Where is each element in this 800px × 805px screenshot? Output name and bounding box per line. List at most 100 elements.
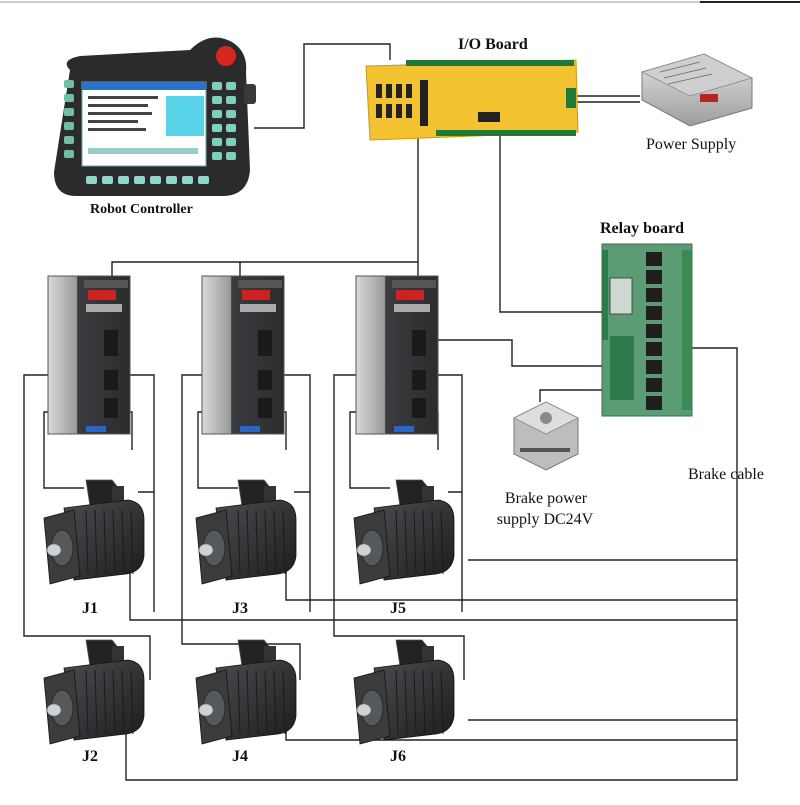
wires [23, 43, 738, 781]
motor-shaft-icon [198, 543, 214, 557]
drive-port-icon [258, 398, 272, 418]
wire-brake-psu-relay [539, 389, 602, 402]
io-board-side-terminal [566, 88, 576, 108]
controller-key-icon [212, 96, 222, 104]
motor-fin-line [237, 509, 241, 575]
motor-fin-line [112, 509, 116, 575]
io-chip-icon [376, 104, 382, 118]
joint-label-j4: J4 [232, 748, 248, 765]
controller-key-icon [64, 122, 74, 130]
brake-power-label-line1: Brake power [504, 490, 588, 507]
controller-screen-line [88, 96, 158, 99]
controller-keys-bottom [86, 176, 209, 184]
io-chip-icon [396, 84, 402, 98]
psu-label-icon [700, 94, 718, 102]
motor-fin-line [264, 509, 268, 575]
io-board-pcb [365, 59, 579, 141]
brake-cable-label: Brake cable [688, 466, 764, 483]
motor-fin-line [246, 509, 250, 575]
motor-fin-line [431, 669, 435, 735]
servo-drive-1 [47, 275, 131, 435]
relay-right-terminal [682, 250, 692, 410]
robot-controller-label: Robot Controller [90, 202, 193, 217]
controller-key-icon [212, 82, 222, 90]
controller-key-icon [64, 94, 74, 102]
io-board [365, 59, 579, 141]
controller-screen-line [88, 128, 146, 131]
io-board-bottom-terminals [436, 130, 576, 136]
controller-key-icon [226, 152, 236, 160]
motor-fin-line [94, 509, 98, 575]
controller-key-icon [226, 138, 236, 146]
drive-port-icon [258, 370, 272, 390]
motor-fin-line [282, 669, 286, 735]
motor-fin-line [440, 669, 444, 735]
relay-icon [646, 360, 662, 374]
motor-fin-line [282, 509, 286, 575]
controller-key-icon [150, 176, 161, 184]
joint-label-j6: J6 [390, 748, 406, 765]
io-chip-icon [396, 104, 402, 118]
controller-key-icon [64, 150, 74, 158]
controller-key-icon [198, 176, 209, 184]
drive-display-icon [88, 290, 116, 300]
controller-screen-titlebar [82, 82, 206, 90]
controller-keys-right [212, 82, 236, 160]
drive-port-icon [104, 330, 118, 356]
motor-fin-line [431, 509, 435, 575]
drive-keys-icon [86, 304, 122, 312]
wire-controller-io [254, 43, 391, 129]
io-chip-icon [406, 84, 412, 98]
controller-key-icon [212, 138, 222, 146]
servo-motor-j2 [43, 639, 145, 745]
controller-key-icon [102, 176, 113, 184]
drive-keys-icon [240, 304, 276, 312]
controller-key-icon [226, 82, 236, 90]
drive-badge-icon [240, 426, 260, 432]
io-connector-icon [478, 112, 500, 122]
motor-fin-line [255, 669, 259, 735]
motor-connector-icon [422, 646, 434, 662]
power-supply [640, 53, 754, 127]
motor-shaft-icon [46, 703, 62, 717]
brake-power-label-line2: supply DC24V [496, 511, 594, 528]
servo-drive-5 [355, 275, 439, 435]
controller-key-icon [212, 152, 222, 160]
wire-io-relay [499, 136, 602, 313]
io-board-label: I/O Board [458, 36, 528, 53]
brake-psu-terminals [520, 448, 570, 452]
relay-icon [646, 342, 662, 356]
motor-shaft-icon [356, 703, 372, 717]
drive-badge-icon [86, 426, 106, 432]
servo-drive-3 [201, 275, 285, 435]
relay-lower-terminal [610, 336, 634, 400]
motor-fin-line [440, 509, 444, 575]
wire-brake-cable [125, 347, 738, 781]
motor-connector-icon [112, 486, 124, 502]
servo-motors [43, 479, 455, 745]
drive-display-icon [396, 290, 424, 300]
io-chip-icon [386, 104, 392, 118]
controller-key-icon [226, 110, 236, 118]
servo-motor-j1 [43, 479, 145, 585]
motor-fin-line [85, 669, 89, 735]
drive-label-icon [238, 280, 282, 288]
controller-screen-panel [166, 96, 204, 136]
relay-icon [646, 306, 662, 320]
motor-fin-line [85, 509, 89, 575]
controller-key-icon [182, 176, 193, 184]
relay-left-terminal [602, 250, 608, 340]
relay-modules [646, 252, 662, 410]
relay-icon [646, 378, 662, 392]
motor-fin-line [422, 669, 426, 735]
motor-fin-line [255, 509, 259, 575]
servo-motor-j3 [195, 479, 297, 585]
relay-icon [646, 252, 662, 266]
brake-psu-fan-icon [540, 412, 552, 424]
joint-label-j1: J1 [82, 600, 98, 617]
motor-fin-line [404, 669, 408, 735]
controller-key-icon [64, 108, 74, 116]
relay-connector-icon [609, 277, 633, 315]
motor-connector-icon [264, 646, 276, 662]
controller-screen-line [88, 112, 152, 115]
